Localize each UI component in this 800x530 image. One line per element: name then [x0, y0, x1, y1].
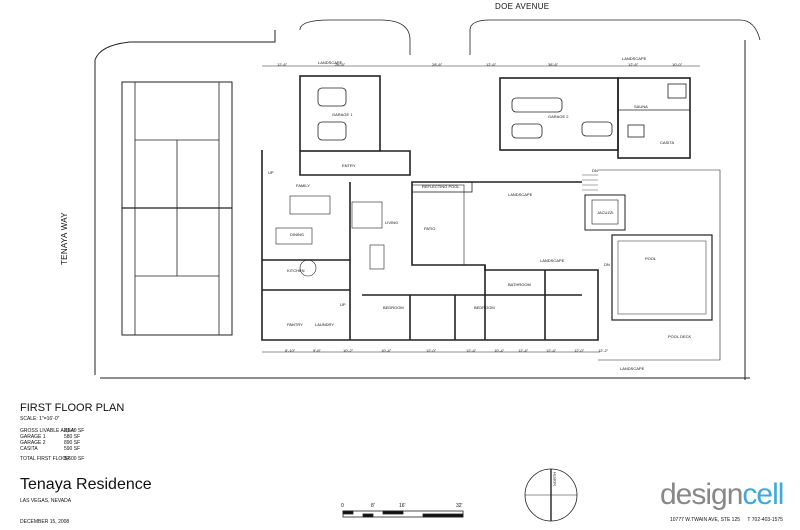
- dim-bottom-8: 12'-4": [518, 348, 529, 353]
- pool-deck: [598, 169, 721, 361]
- room-pool-deck: POOL DECK: [668, 334, 692, 339]
- pool: [611, 234, 713, 321]
- room-garage-2: GARAGE 2: [548, 114, 569, 119]
- room-entry: ENTRY: [342, 163, 356, 168]
- room-sauna: SAUNA: [634, 104, 648, 109]
- driveway-right: [469, 19, 761, 55]
- north-arrow-icon: [524, 468, 578, 522]
- scale-tick-32: 32': [456, 503, 463, 509]
- plan-title: FIRST FLOOR PLAN: [20, 402, 125, 414]
- room-landscape-4: LANDSCAPE: [318, 60, 343, 65]
- reflecting-pool: [411, 181, 473, 193]
- room-up-1: UP: [268, 170, 274, 175]
- jacuzzi: [584, 194, 626, 231]
- dim-bottom-10: 12'-0": [574, 348, 585, 353]
- property-line: [94, 30, 276, 61]
- dim-top-6: 12'-6": [628, 62, 639, 67]
- dim-bottom-11: 12'-2": [598, 348, 609, 353]
- room-bedroom-2: BEDROOM: [474, 305, 495, 310]
- room-casita: CASITA: [660, 140, 675, 145]
- area-row: GROSS LIVABLE AREA:3,540 SF: [20, 428, 85, 434]
- main-house: [261, 150, 599, 341]
- dim-top-5: 38'-6": [548, 62, 559, 67]
- tennis-court: [121, 81, 233, 336]
- room-garage-1: GARAGE 1: [332, 112, 353, 117]
- room-kitchen: KITCHEN: [287, 268, 305, 273]
- street-label-tenaya-way: TENAYA WAY: [60, 212, 69, 265]
- entry-wall: [299, 150, 411, 176]
- room-jacuzzi: JACUZZI: [597, 210, 614, 215]
- dim-bottom-2: 9'-6": [313, 348, 321, 353]
- room-landscape: LANDSCAPE: [508, 192, 533, 197]
- firm-logo: designcell: [660, 478, 784, 511]
- room-up-2: UP: [340, 302, 346, 307]
- dim-bottom-3: 10'-2": [343, 348, 354, 353]
- room-pool: POOL: [645, 256, 657, 261]
- dim-bottom-5: 12'-0": [426, 348, 437, 353]
- dim-bottom-1: 8'-10": [285, 348, 296, 353]
- street-label-doe-avenue: DOE AVENUE: [495, 2, 550, 11]
- dim-top-2: 28'-6": [335, 62, 346, 67]
- plan-scale: SCALE: 1"=16'-0": [20, 416, 60, 422]
- room-laundry: LAUNDRY: [315, 322, 335, 327]
- room-dn-2: DN: [604, 262, 610, 267]
- firm-contact: 10777 W.TWAIN AVE, STE 125 T 702-403-157…: [670, 517, 783, 523]
- room-bathroom: BATHROOM: [508, 282, 531, 287]
- room-bedroom-1: BEDROOM: [383, 305, 404, 310]
- room-landscape-2: LANDSCAPE: [540, 258, 565, 263]
- dim-top-7: 10'-0": [672, 62, 683, 67]
- project-date: DECEMBER 15, 2008: [20, 519, 70, 525]
- scale-tick-16: 16': [399, 503, 406, 509]
- dim-top-1: 12'-6": [277, 62, 288, 67]
- room-reflecting-pool: REFLECTING POOL: [422, 184, 460, 189]
- room-landscape-3: LANDSCAPE: [620, 366, 645, 371]
- garage-1: [299, 75, 381, 152]
- dim-bottom-4: 10'-4": [381, 348, 392, 353]
- room-landscape-5: LANDSCAPE: [622, 56, 647, 61]
- project-name: Tenaya Residence: [20, 476, 152, 493]
- room-family: FAMILY: [296, 183, 310, 188]
- patio: [411, 184, 465, 266]
- dim-bottom-6: 12'-4": [466, 348, 477, 353]
- stairs: [582, 174, 598, 191]
- driveway-left: [299, 19, 411, 55]
- firm-phone: T 702-403-1575: [747, 517, 783, 523]
- project-location: LAS VEGAS, NEVADA: [20, 498, 72, 504]
- room-living: LIVING: [385, 220, 399, 225]
- room-pantry: PANTRY: [287, 322, 303, 327]
- scale-bar: [342, 510, 464, 518]
- room-dn-1: DN: [592, 168, 598, 173]
- room-patio: PATIO: [424, 226, 436, 231]
- dim-top-3: 28'-6": [432, 62, 443, 67]
- dim-bottom-7: 10'-4": [494, 348, 505, 353]
- north-label: NORTH: [552, 471, 557, 486]
- dim-top-4: 12'-6": [486, 62, 497, 67]
- scale-tick-8: 8': [371, 503, 375, 509]
- dim-bottom-9: 12'-4": [546, 348, 557, 353]
- scale-tick-0: 0: [341, 503, 344, 509]
- room-dining: DINING: [290, 232, 304, 237]
- casita: [617, 77, 691, 159]
- firm-address: 10777 W.TWAIN AVE, STE 125: [670, 517, 741, 523]
